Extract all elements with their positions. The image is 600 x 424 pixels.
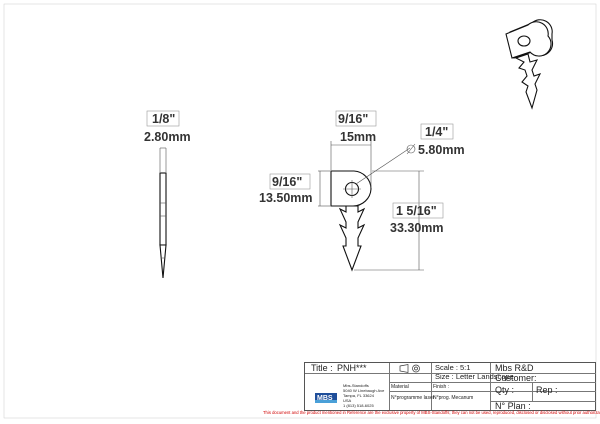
company-name: Mbs R&D [495,363,534,373]
company-address: Mbs-Standoffs 5040 W Linebaugh Ave Tampa… [343,383,384,408]
hole-leader [355,147,411,185]
isometric-view [505,19,554,110]
front-view: 9/16" 15mm 9/16" 13.50mm 1/4" 5.80mm 1 5… [259,110,465,272]
plan-label: N° Plan : [495,401,531,411]
rep-label: Rep : [536,385,558,395]
dim-head-width-inch: 9/16" [338,112,368,126]
address-line: Tampa, FL 33624 [343,393,374,398]
title-label: Title : [311,363,333,373]
sheet-border [3,3,597,419]
projection-symbol [399,364,423,373]
address-line: 5040 W Linebaugh Ave [343,388,385,393]
front-view-shank [338,205,366,272]
logo-text: MBS [317,395,333,402]
scale-text: Scale : 5:1 [435,363,471,372]
prog-mecanum-label: N°prog. Mecanum [433,395,474,401]
qty-label: Qty : [495,385,515,395]
diameter-symbol-slash [406,143,416,155]
mbs-logo: MBS [315,391,337,405]
diameter-symbol [406,144,416,154]
iso-hole [517,35,531,47]
dim-thickness-inch: 1/8" [152,112,175,126]
dim-length-mm: 33.30mm [390,221,444,235]
dim-head-height-inch: 9/16" [272,175,302,189]
address-line: Mbs-Standoffs [343,383,369,388]
dim-box [392,202,444,219]
material-label: Material [391,384,409,390]
dim-box [269,173,311,190]
iso-shank [514,53,542,110]
address-line: 1 (813) 518-6025 [343,403,374,408]
dim-box [420,123,454,140]
address-line: USA [343,398,352,403]
side-view-tip [159,244,167,279]
side-view: 1/8" 2.80mm [144,110,191,279]
title-value: PNH*** [337,363,367,373]
property-notice: This document and the product mentioned … [263,410,600,415]
size-text: Size : Letter Landscape [435,372,514,381]
dim-head-height-mm: 13.50mm [259,191,313,205]
program-label: N°programme laser [391,395,435,401]
finish-label: Finish : [433,384,450,390]
dim-hole-mm: 5.80mm [418,143,465,157]
dim-box [335,110,377,127]
dim-head-width-mm: 15mm [340,130,376,144]
customer-label: Customer: [495,373,537,383]
side-view-body [159,172,167,246]
dim-thickness-mm: 2.80mm [144,130,191,144]
dim-box [146,110,180,127]
dim-hole-inch: 1/4" [425,125,448,139]
dim-length-inch: 1 5/16" [396,204,437,218]
title-block: Title : PNH*** Scale : 5:1 Mbs R&D Size … [304,362,596,411]
